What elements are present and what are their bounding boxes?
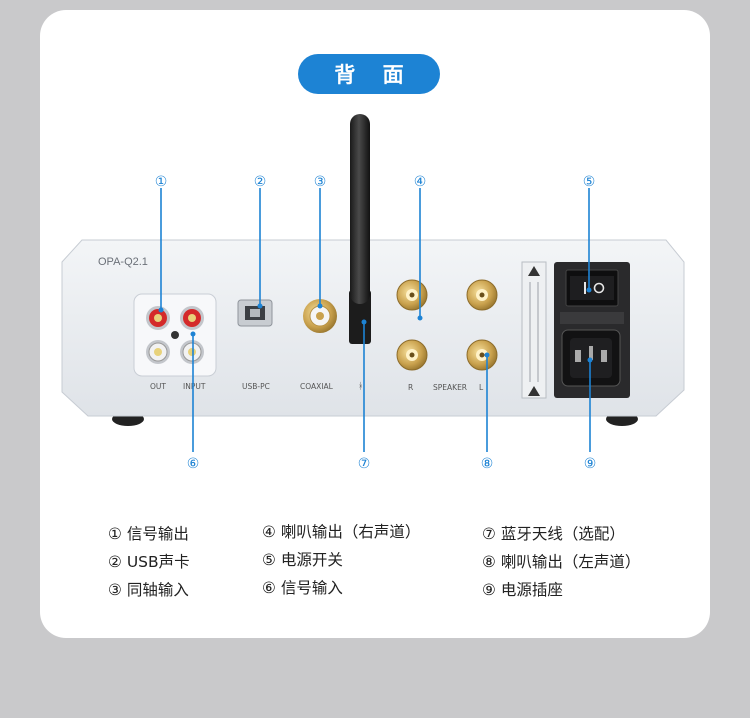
rca-in-jack-white: [180, 340, 204, 364]
rca-out-jack-white: [146, 340, 170, 364]
label-r: R: [408, 383, 413, 392]
callout-dots: [158, 287, 593, 363]
legend-item: ⑥ 信号输入: [262, 579, 343, 597]
legend-column-2: ④ 喇叭输出（右声道） ⑤ 电源开关 ⑥ 信号输入: [262, 518, 420, 602]
callout-lines: [160, 188, 591, 452]
callout-7: ⑦: [358, 456, 371, 472]
callout-9: ⑨: [584, 456, 597, 472]
speaker-post-l-top: [466, 279, 498, 311]
callout-1: ①: [155, 174, 168, 190]
legend-item: ⑨ 电源插座: [482, 581, 563, 599]
legend-item: ⑤ 电源开关: [262, 551, 343, 569]
callout-5: ⑤: [583, 174, 596, 190]
speaker-post-l-bottom: [466, 339, 498, 371]
legend-column-3: ⑦ 蓝牙天线（选配） ⑧ 喇叭输出（左声道） ⑨ 电源插座: [482, 520, 640, 604]
callout-8: ⑧: [481, 456, 494, 472]
legend-item: ⑦ 蓝牙天线（选配）: [482, 525, 625, 543]
speaker-post-r-bottom: [396, 339, 428, 371]
rca-out-jack-red: [146, 306, 170, 330]
coaxial-jack: [303, 299, 337, 333]
label-input: INPUT: [183, 382, 206, 391]
page-title: 背 面: [298, 54, 440, 94]
ground-screw: [171, 331, 179, 339]
warning-label: [521, 261, 547, 399]
label-speaker: SPEAKER: [433, 383, 467, 392]
callout-4: ④: [414, 174, 427, 190]
legend-item: ① 信号输出: [108, 525, 189, 543]
device-rear-panel: OPA-Q2.1 OUT INPUT USB-PC COAXIAL ᚼ: [61, 114, 685, 472]
bluetooth-antenna: [349, 114, 371, 344]
legend-column-1: ① 信号输出 ② USB声卡 ③ 同轴输入: [108, 520, 190, 604]
legend-item: ④ 喇叭输出（右声道）: [262, 523, 421, 541]
callout-6: ⑥: [187, 456, 200, 472]
label-l: L: [479, 383, 484, 392]
callout-3: ③: [314, 174, 327, 190]
legend-item: ② USB声卡: [108, 553, 190, 571]
rca-in-jack-red: [180, 306, 204, 330]
callout-2: ②: [254, 174, 267, 190]
label-out: OUT: [150, 382, 166, 391]
label-bluetooth: ᚼ: [358, 381, 363, 392]
model-label: OPA-Q2.1: [98, 256, 148, 268]
legend-item: ③ 同轴输入: [108, 581, 189, 599]
label-usb: USB-PC: [242, 382, 270, 391]
speaker-post-r-top: [396, 279, 428, 311]
label-coaxial: COAXIAL: [300, 382, 334, 391]
legend-item: ⑧ 喇叭输出（左声道）: [482, 553, 641, 571]
